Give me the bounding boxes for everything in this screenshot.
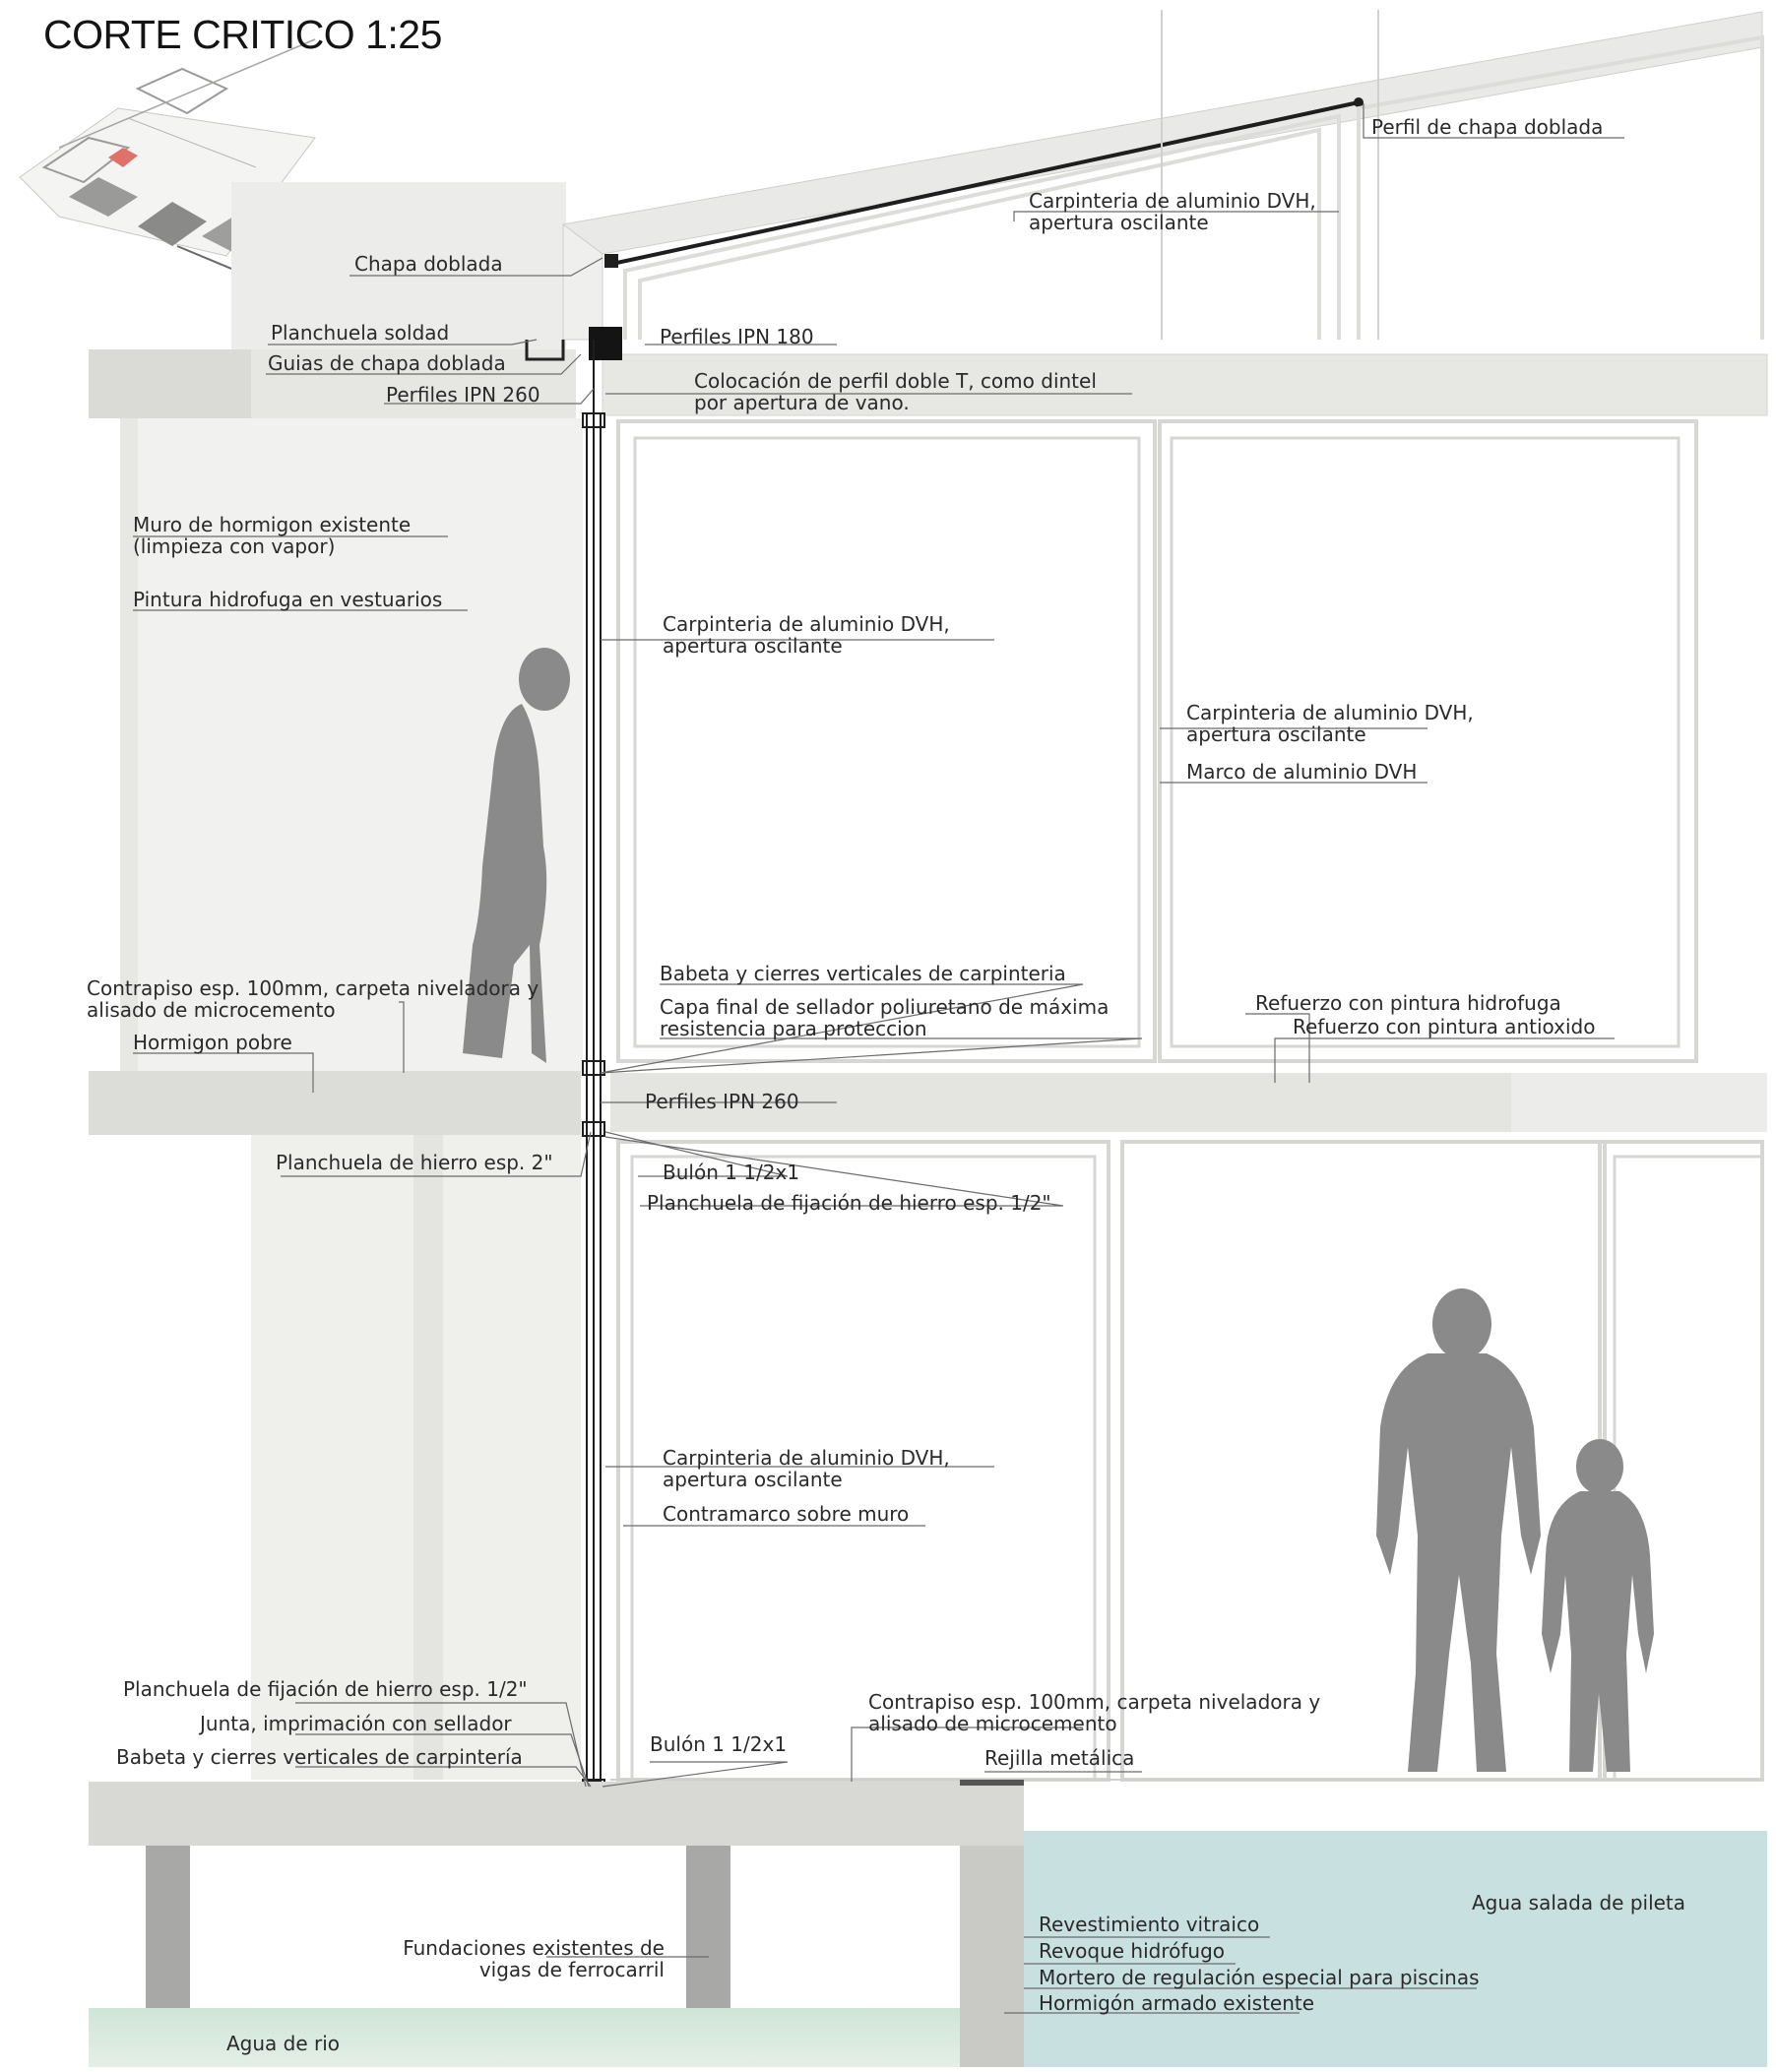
- label-guias-chapa: Guias de chapa doblada: [268, 351, 506, 375]
- label-hormigon-armado: Hormigón armado existente: [1039, 1991, 1315, 2015]
- mid-slab-left: [89, 1071, 581, 1135]
- label-agua-rio: Agua de rio: [226, 2032, 341, 2055]
- label-contrapiso-superior: Contrapiso esp. 100mm, carpeta nivelador…: [87, 976, 539, 1022]
- label-perfiles-ipn180: Perfiles IPN 180: [660, 325, 814, 348]
- label-planchuela-hierro-2: Planchuela de hierro esp. 2": [276, 1151, 553, 1174]
- ground-slab: [89, 1782, 1024, 1846]
- label-chapa-doblada: Chapa doblada: [354, 252, 503, 276]
- label-babeta-inferior: Babeta y cierres verticales de carpinter…: [116, 1745, 523, 1769]
- label-muro-hormigon: Muro de hormigon existente (limpieza con…: [133, 513, 412, 558]
- upper-window-frames: [616, 419, 1698, 1063]
- label-babeta-superior: Babeta y cierres verticales de carpinter…: [660, 962, 1066, 985]
- label-planchuela-fijacion-inferior: Planchuela de fijación de hierro esp. 1/…: [123, 1677, 528, 1701]
- label-revestimiento: Revestimiento vitraico: [1039, 1913, 1260, 1936]
- label-marco-aluminio: Marco de aluminio DVH: [1186, 760, 1418, 784]
- label-planchuela-soldad: Planchuela soldad: [271, 321, 450, 345]
- label-perfiles-ipn260-top: Perfiles IPN 260: [386, 383, 540, 407]
- clerestory-windows: [623, 10, 1764, 340]
- label-contrapiso-inferior: Contrapiso esp. 100mm, carpeta nivelador…: [868, 1690, 1321, 1735]
- drawing-title: CORTE CRITICO 1:25: [43, 12, 442, 57]
- label-junta: Junta, imprimación con sellador: [200, 1712, 512, 1735]
- label-carpinteria-superior: Carpinteria de aluminio DVH, apertura os…: [663, 612, 950, 658]
- label-bulon-inferior: Bulón 1 1/2x1: [650, 1732, 788, 1756]
- upper-beam-zone: [251, 349, 576, 418]
- label-hormigon-pobre: Hormigon pobre: [133, 1031, 292, 1054]
- label-planchuela-fijacion-superior: Planchuela de fijación de hierro esp. 1/…: [647, 1191, 1051, 1215]
- label-fundaciones: Fundaciones existentes de vigas de ferro…: [403, 1936, 665, 1981]
- label-perfil-doble-t: Colocación de perfil doble T, como dinte…: [694, 369, 1097, 414]
- label-agua-salada: Agua salada de pileta: [1472, 1891, 1686, 1915]
- label-carpinteria-inferior: Carpinteria de aluminio DVH, apertura os…: [663, 1446, 950, 1491]
- label-capa-sellador: Capa final de sellador poliuretano de má…: [660, 995, 1110, 1040]
- lintel-beam: [602, 353, 1768, 416]
- upper-wall-block: [231, 182, 566, 349]
- leader-lines: [133, 103, 1624, 2014]
- pool-water: [1024, 1831, 1767, 2067]
- person-silhouette-adult: [1376, 1288, 1541, 1772]
- mid-slab-right: [1511, 1073, 1767, 1132]
- upper-ledge: [89, 349, 251, 418]
- person-silhouette-upper: [463, 648, 570, 1063]
- label-carpinteria-derecha: Carpinteria de aluminio DVH, apertura os…: [1186, 701, 1474, 746]
- label-mortero: Mortero de regulación especial para pisc…: [1039, 1966, 1480, 1989]
- person-silhouette-child: [1542, 1439, 1654, 1772]
- label-contramarco: Contramarco sobre muro: [663, 1502, 910, 1526]
- label-refuerzo-hidrofuga: Refuerzo con pintura hidrofuga: [1255, 991, 1561, 1015]
- main-mullion: [582, 340, 605, 1794]
- label-carpinteria-techo: Carpinteria de aluminio DVH, apertura os…: [1029, 189, 1316, 234]
- label-pintura-hidrofuga: Pintura hidrofuga en vestuarios: [133, 588, 443, 611]
- label-perfiles-ipn260-mid: Perfiles IPN 260: [645, 1090, 799, 1113]
- label-refuerzo-antioxido: Refuerzo con pintura antioxido: [1293, 1015, 1596, 1038]
- label-revoque: Revoque hidrófugo: [1039, 1939, 1226, 1963]
- label-perfil-chapa-doblada: Perfil de chapa doblada: [1371, 115, 1604, 139]
- label-bulon-superior: Bulón 1 1/2x1: [663, 1161, 800, 1184]
- pool-wall: [960, 1846, 1024, 2067]
- river-water: [89, 2008, 960, 2067]
- label-rejilla-metalica: Rejilla metálica: [984, 1746, 1135, 1770]
